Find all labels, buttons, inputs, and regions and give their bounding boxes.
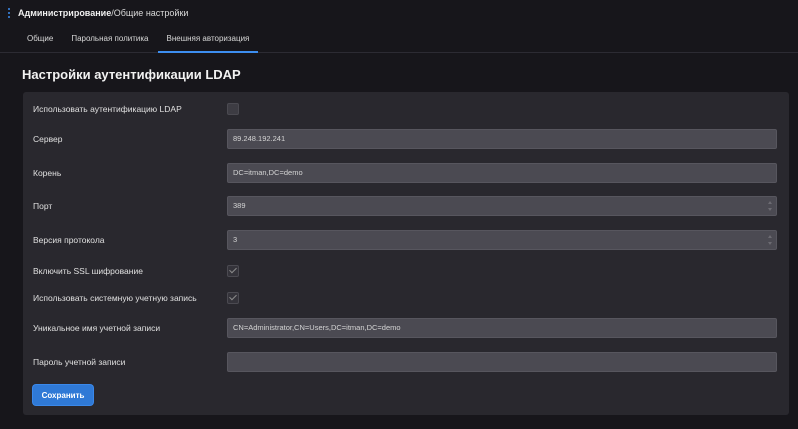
account-dn-label: Уникальное имя учетной записи — [33, 323, 161, 333]
row-use-ldap: Использовать аутентификацию LDAP — [23, 102, 789, 124]
breadcrumb-page: /Общие настройки — [111, 8, 189, 18]
ldap-settings-panel: Использовать аутентификацию LDAP Сервер … — [23, 92, 789, 415]
row-account-dn: Уникальное имя учетной записи CN=Adminis… — [23, 318, 789, 340]
protocol-value: 3 — [233, 235, 238, 244]
kebab-menu-icon[interactable] — [2, 0, 16, 26]
root-input[interactable]: DC=itman,DC=demo — [227, 163, 777, 183]
tab-general[interactable]: Общие — [27, 34, 54, 43]
port-value: 389 — [233, 201, 246, 210]
protocol-label: Версия протокола — [33, 235, 105, 245]
row-server: Сервер 89.248.192.241 — [23, 129, 789, 151]
server-input[interactable]: 89.248.192.241 — [227, 129, 777, 149]
account-password-label: Пароль учетной записи — [33, 357, 126, 367]
row-system-account: Использовать системную учетную запись — [23, 291, 789, 313]
use-ldap-label: Использовать аутентификацию LDAP — [33, 104, 182, 114]
page-title: Настройки аутентификации LDAP — [22, 67, 241, 82]
save-button[interactable]: Сохранить — [33, 385, 93, 405]
ssl-label: Включить SSL шифрование — [33, 266, 143, 276]
protocol-input[interactable]: 3 — [227, 230, 777, 250]
protocol-spinner-icon[interactable] — [768, 235, 772, 245]
account-password-input[interactable] — [227, 352, 777, 372]
row-protocol: Версия протокола 3 — [23, 230, 789, 252]
port-spinner-icon[interactable] — [768, 201, 772, 211]
tab-external-auth[interactable]: Внешняя авторизация — [157, 34, 259, 53]
root-label: Корень — [33, 168, 62, 178]
port-input[interactable]: 389 — [227, 196, 777, 216]
server-label: Сервер — [33, 134, 63, 144]
row-root: Корень DC=itman,DC=demo — [23, 163, 789, 185]
tab-password-policy[interactable]: Парольная политика — [71, 34, 149, 43]
row-ssl: Включить SSL шифрование — [23, 264, 789, 286]
ssl-checkbox[interactable] — [227, 265, 239, 277]
row-port: Порт 389 — [23, 196, 789, 218]
breadcrumb: Администрирование/Общие настройки — [18, 8, 188, 18]
row-account-password: Пароль учетной записи — [23, 352, 789, 374]
breadcrumb-section[interactable]: Администрирование — [18, 8, 112, 18]
tab-bar: Общие Парольная политика Внешняя авториз… — [0, 26, 798, 53]
use-ldap-checkbox[interactable] — [227, 103, 239, 115]
port-label: Порт — [33, 201, 53, 211]
system-account-label: Использовать системную учетную запись — [33, 293, 197, 303]
top-bar: Администрирование/Общие настройки — [0, 0, 798, 26]
account-dn-input[interactable]: CN=Administrator,CN=Users,DC=itman,DC=de… — [227, 318, 777, 338]
system-account-checkbox[interactable] — [227, 292, 239, 304]
